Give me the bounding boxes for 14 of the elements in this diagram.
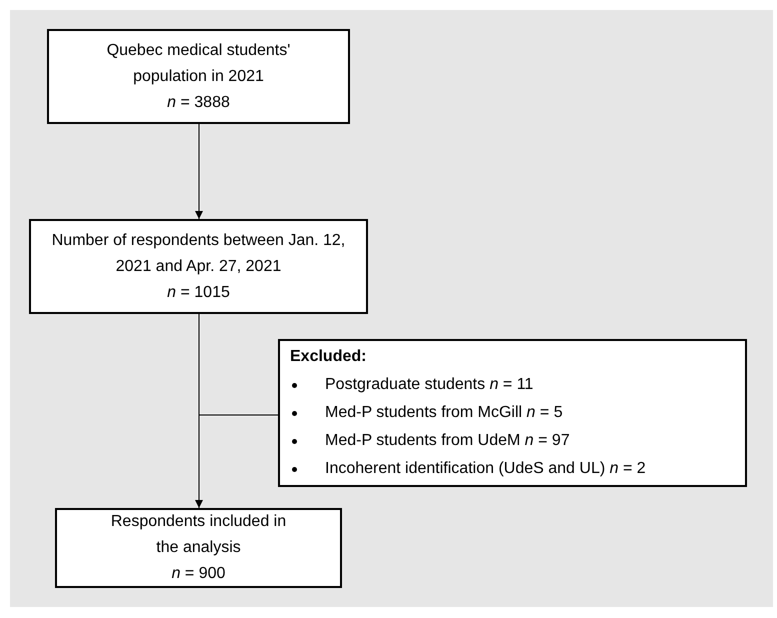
box-text: n = 3888: [167, 92, 230, 112]
box-text: n = 900: [172, 564, 226, 584]
list-item: Postgraduate students n = 11: [325, 375, 534, 395]
box-heading: Excluded:: [290, 347, 368, 367]
box-text: n = 1015: [167, 282, 230, 302]
list-item: Med-P students from UdeM n = 97: [325, 431, 570, 451]
list-item: Med-P students from McGill n = 5: [325, 403, 563, 423]
process-box: [47, 29, 350, 124]
connector-line: [198, 314, 278, 416]
exclusion-box: [278, 339, 747, 487]
process-box: [29, 219, 368, 314]
process-box: [55, 508, 342, 588]
arrow: [195, 124, 203, 220]
list-item: Incoherent identification (UdeS and UL) n = 2: [325, 459, 646, 479]
